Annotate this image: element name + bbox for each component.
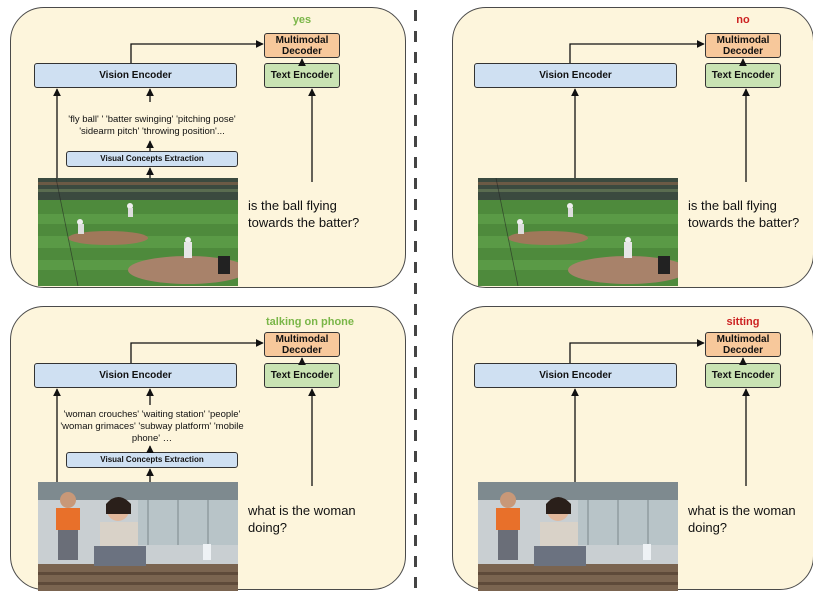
question-text: is the ball flying towards the batter? (688, 198, 800, 230)
baseball-game-photo (478, 178, 678, 286)
text-encoder-box: Text Encoder (264, 363, 340, 388)
text-encoder-box: Text Encoder (705, 363, 781, 388)
answer-label: no (736, 14, 750, 26)
question-text: what is the woman doing? (688, 503, 796, 535)
baseball-game-photo (38, 178, 238, 286)
multimodal-decoder-box: Multimodal Decoder (264, 332, 340, 357)
visual-concepts-text: 'woman crouches' 'waiting station' 'peop… (60, 409, 244, 444)
question-text: what is the woman doing? (248, 503, 356, 535)
visual-concepts-extraction-box: Visual Concepts Extraction (66, 151, 238, 167)
answer-label: talking on phone (266, 316, 354, 328)
vision-encoder-box: Vision Encoder (34, 63, 237, 88)
dashed-divider (414, 10, 417, 588)
multimodal-decoder-box: Multimodal Decoder (705, 33, 781, 58)
visual-concepts-extraction-box: Visual Concepts Extraction (66, 452, 238, 468)
vision-encoder-box: Vision Encoder (34, 363, 237, 388)
multimodal-decoder-box: Multimodal Decoder (705, 332, 781, 357)
text-encoder-box: Text Encoder (264, 63, 340, 88)
text-encoder-box: Text Encoder (705, 63, 781, 88)
woman-on-steps-photo (38, 482, 238, 591)
question-text: is the ball flying towards the batter? (248, 198, 360, 230)
answer-label: sitting (726, 316, 760, 328)
answer-label: yes (292, 14, 312, 26)
vision-encoder-box: Vision Encoder (474, 63, 677, 88)
visual-concepts-text: 'fly ball' ' 'batter swinging' 'pitching… (68, 114, 236, 137)
vision-encoder-box: Vision Encoder (474, 363, 677, 388)
woman-on-steps-photo (478, 482, 678, 591)
multimodal-decoder-box: Multimodal Decoder (264, 33, 340, 58)
